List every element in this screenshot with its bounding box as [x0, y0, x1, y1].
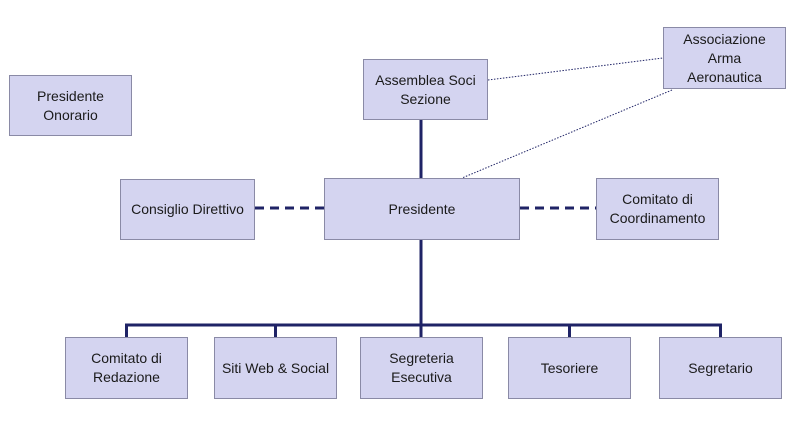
node-consiglio-direttivo: Consiglio Direttivo	[120, 179, 255, 240]
node-segretario: Segretario	[659, 337, 782, 399]
node-siti-web-social: Siti Web & Social	[214, 337, 337, 399]
node-segreteria-esecutiva: Segreteria Esecutiva	[360, 337, 483, 399]
connector-associazione-assemblea	[487, 57, 664, 81]
node-presidente-onorario: Presidente Onorario	[9, 75, 132, 136]
node-tesoriere: Tesoriere	[508, 337, 631, 399]
connector-associazione-presidente	[461, 89, 673, 179]
node-presidente: Presidente	[324, 178, 520, 240]
node-comitato-coordinamento: Comitato di Coordinamento	[596, 178, 719, 240]
node-assemblea-soci: Assemblea Soci Sezione	[363, 59, 488, 120]
node-comitato-redazione: Comitato di Redazione	[65, 337, 188, 399]
node-associazione-arma: Associazione Arma Aeronautica	[663, 27, 786, 89]
